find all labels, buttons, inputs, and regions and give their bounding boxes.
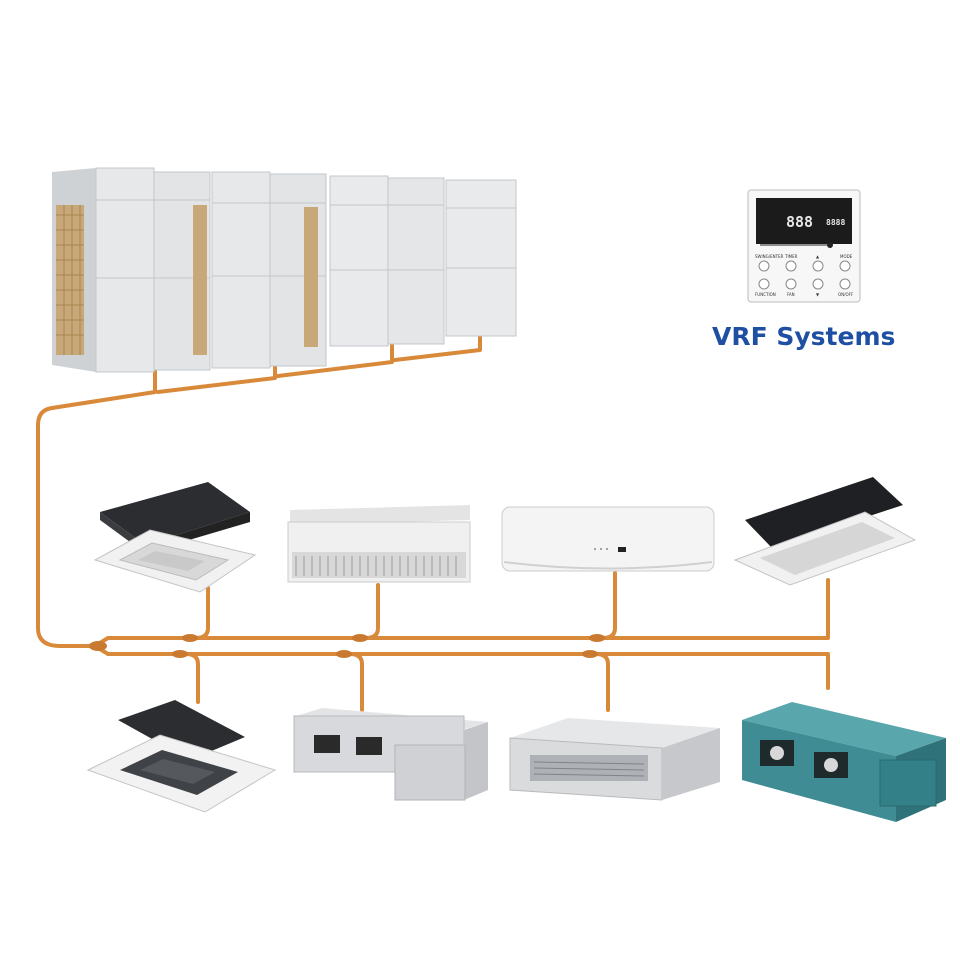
swing-button[interactable] xyxy=(758,260,770,272)
button-label-up: ▲ xyxy=(816,254,820,259)
function-button[interactable] xyxy=(758,278,770,290)
button-label-fan: FAN xyxy=(787,292,795,297)
cassette-unit-upper-left xyxy=(93,482,257,593)
outdoor-module-2 xyxy=(211,171,327,369)
button-label-timer: TIMER xyxy=(784,254,798,259)
outdoor-module-1 xyxy=(52,167,211,373)
display-digits-small: 8888 xyxy=(826,218,845,227)
cassette-unit-upper-right xyxy=(733,477,917,586)
ducted-unit-gray xyxy=(293,708,488,801)
button-label-function: FUNCTION xyxy=(755,292,776,297)
outdoor-units xyxy=(52,167,517,373)
controller-display xyxy=(756,198,852,244)
button-label-mode: MODE xyxy=(840,254,853,259)
ducted-unit-teal xyxy=(742,702,946,822)
wired-controller: 888 8888 SWING/ENTER TIMER ▲ MODE FUNCTI… xyxy=(747,189,861,303)
fan-button[interactable] xyxy=(785,278,797,290)
outdoor-module-3 xyxy=(329,175,445,347)
wall-mounted-unit xyxy=(501,506,715,572)
timer-button[interactable] xyxy=(785,260,797,272)
button-label-on-off: ON/OFF xyxy=(838,292,854,297)
slim-ducted-unit xyxy=(509,718,720,801)
display-digits: 888 xyxy=(786,213,813,231)
on-off-button[interactable] xyxy=(839,278,851,290)
up-button[interactable] xyxy=(812,260,824,272)
floor-ceiling-unit xyxy=(287,505,471,583)
button-label-down: ▼ xyxy=(816,292,820,297)
button-label-swing: SWING/ENTER xyxy=(755,254,784,259)
diagram-title: VRF Systems xyxy=(712,322,896,351)
mode-button[interactable] xyxy=(839,260,851,272)
down-button[interactable] xyxy=(812,278,824,290)
display-window xyxy=(618,547,626,552)
sensor-icon xyxy=(827,242,833,248)
cassette-unit-lower-left xyxy=(86,700,277,813)
branch-joints xyxy=(89,634,605,658)
outdoor-module-4 xyxy=(445,179,517,337)
